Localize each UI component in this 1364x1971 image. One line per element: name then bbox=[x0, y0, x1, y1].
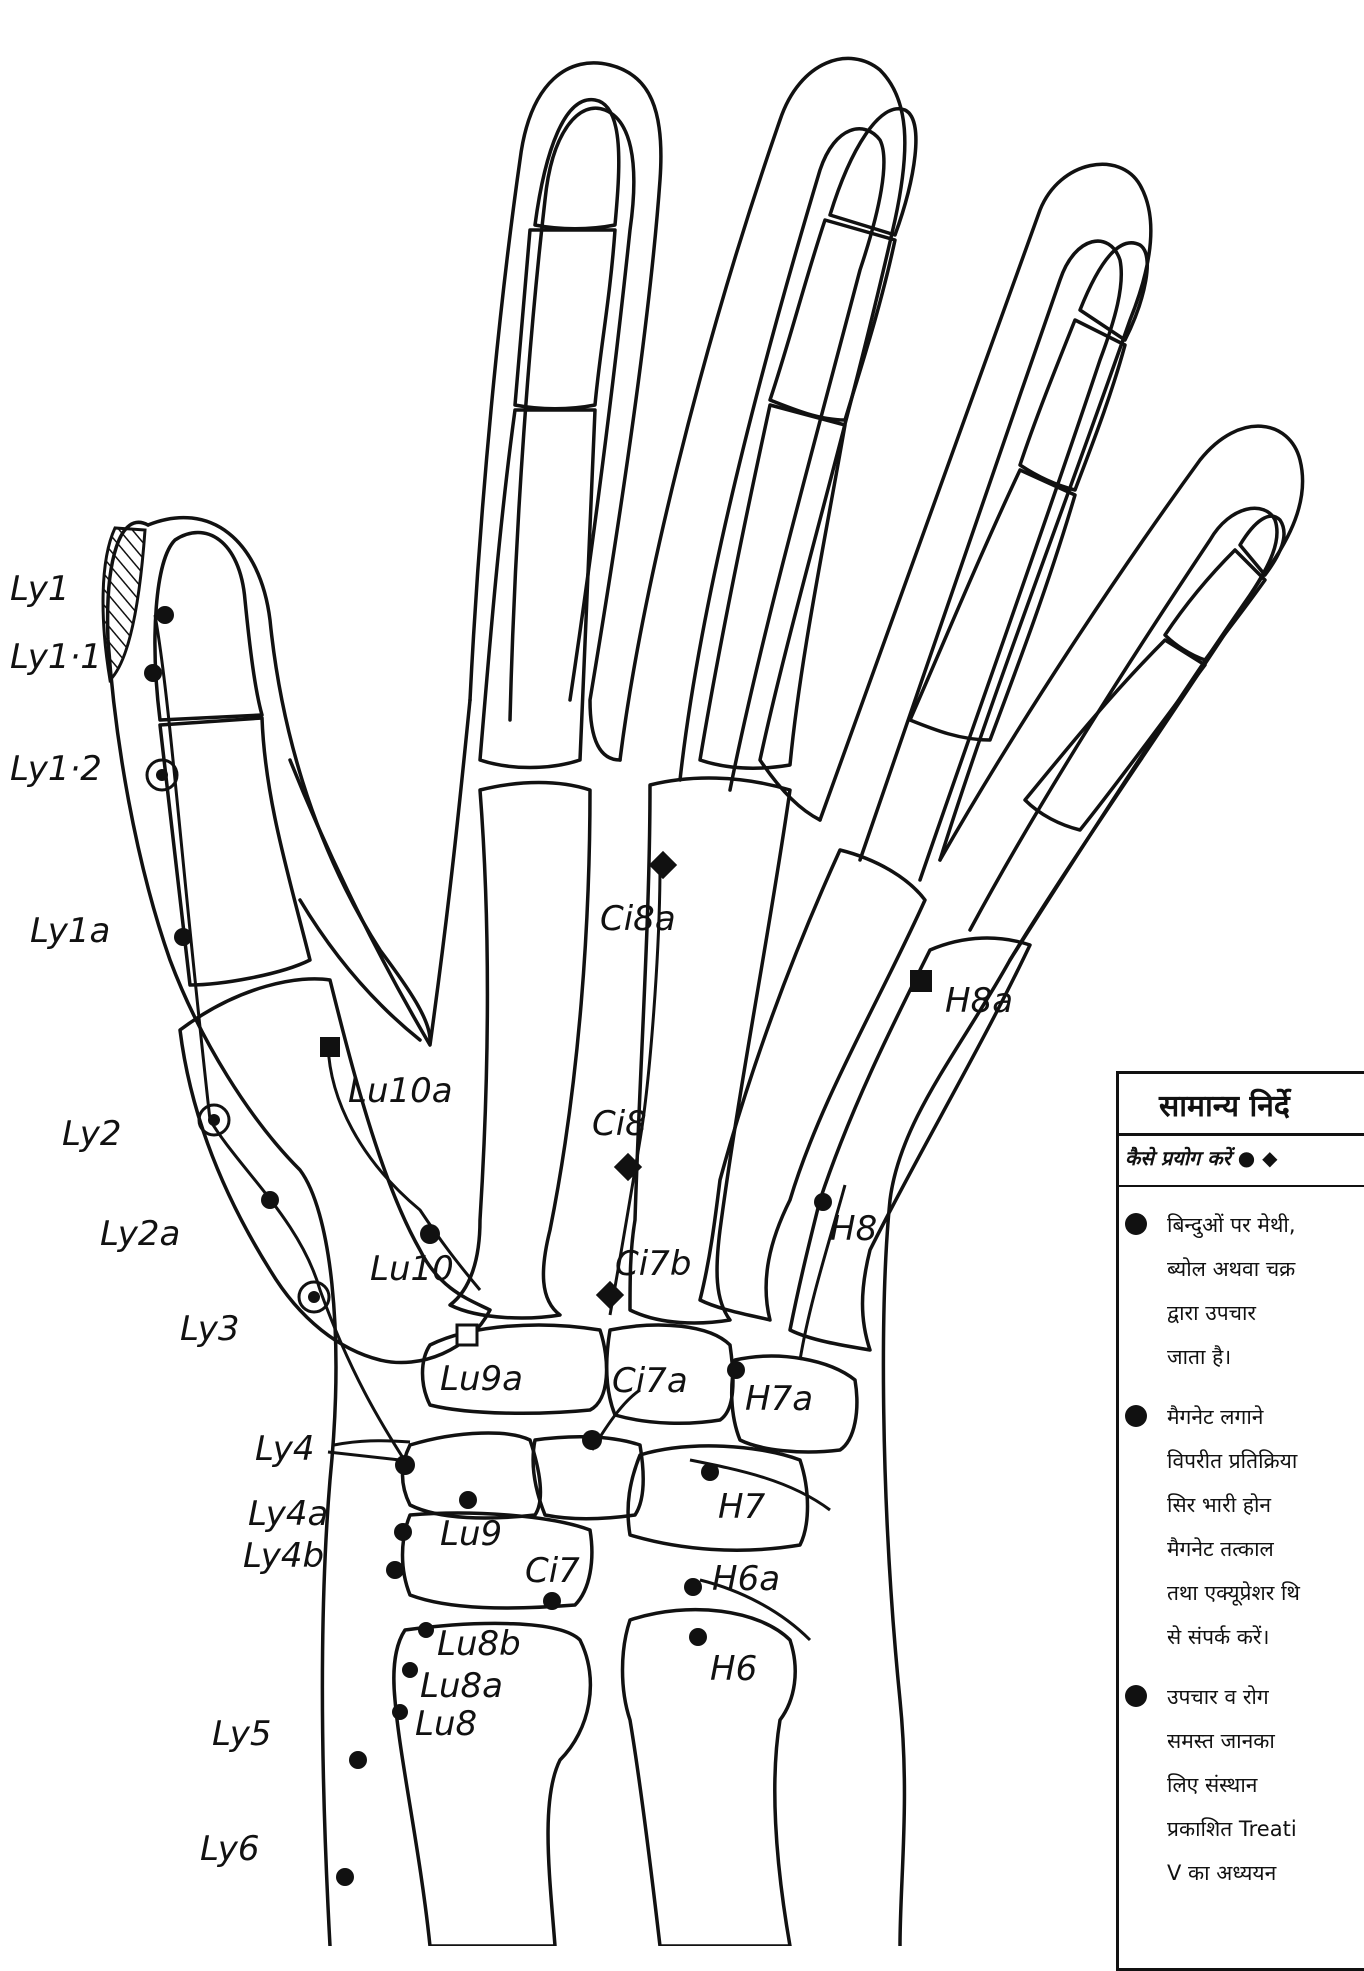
label-h7a: H7a bbox=[745, 1379, 813, 1419]
label-h6: H6 bbox=[710, 1649, 757, 1689]
ly4-leader bbox=[328, 1452, 400, 1460]
instruction-1-line: ब्योल अथवा चक्र bbox=[1167, 1247, 1364, 1291]
marker-ly2-center bbox=[208, 1114, 220, 1126]
bullet-icon bbox=[1125, 1405, 1147, 1427]
label-ci7a: Ci7a bbox=[612, 1361, 688, 1401]
label-lu10a: Lu10a bbox=[348, 1071, 453, 1111]
label-h8: H8 bbox=[830, 1209, 877, 1249]
marker-h6 bbox=[689, 1628, 707, 1646]
instruction-1: बिन्दुओं पर मेथी, ब्योल अथवा चक्र द्वारा… bbox=[1119, 1203, 1364, 1379]
instruction-3-line: लिए संस्थान bbox=[1167, 1763, 1364, 1807]
marker-ly11 bbox=[144, 664, 162, 682]
label-h7: H7 bbox=[718, 1487, 766, 1527]
marker-h7 bbox=[701, 1463, 719, 1481]
instruction-1-line: द्वारा उपचार bbox=[1167, 1291, 1364, 1335]
marker-lu10 bbox=[420, 1224, 440, 1244]
label-lu9: Lu9 bbox=[440, 1514, 502, 1554]
marker-lu8a bbox=[402, 1662, 418, 1678]
label-ci7: Ci7 bbox=[525, 1551, 580, 1591]
label-ly12: Ly1·2 bbox=[10, 749, 102, 789]
instruction-2-line: मैगनेट तत्काल bbox=[1167, 1527, 1364, 1571]
marker-ly12-center bbox=[156, 769, 168, 781]
marker-h7a bbox=[727, 1361, 745, 1379]
instruction-3-line: V का अध्ययन bbox=[1167, 1851, 1364, 1895]
marker-ly2a bbox=[261, 1191, 279, 1209]
label-h8a: H8a bbox=[945, 981, 1013, 1021]
instruction-3-line: समस्त जानका bbox=[1167, 1719, 1364, 1763]
point-markers bbox=[144, 606, 932, 1886]
label-lu8b: Lu8b bbox=[437, 1624, 521, 1664]
label-lu10: Lu10 bbox=[370, 1249, 454, 1289]
label-ly4: Ly4 bbox=[255, 1429, 314, 1469]
marker-lu9 bbox=[459, 1491, 477, 1509]
panel-subtitle: कैसे प्रयोग करें ● ◆ bbox=[1119, 1136, 1364, 1187]
label-ci7b: Ci7b bbox=[615, 1244, 691, 1284]
bullet-icon bbox=[1125, 1685, 1147, 1707]
label-ly1: Ly1 bbox=[10, 569, 69, 609]
marker-ci7a bbox=[582, 1430, 602, 1450]
label-ly6: Ly6 bbox=[200, 1829, 259, 1869]
label-ly4a: Ly4a bbox=[248, 1494, 328, 1534]
instructions-panel: सामान्य निर्दे कैसे प्रयोग करें ● ◆ बिन्… bbox=[1116, 1071, 1364, 1971]
marker-ci7b bbox=[596, 1281, 624, 1309]
marker-lu8 bbox=[392, 1704, 408, 1720]
instruction-3: उपचार व रोग समस्त जानका लिए संस्थान प्रक… bbox=[1119, 1675, 1364, 1895]
label-ly3: Ly3 bbox=[180, 1309, 239, 1349]
label-ly11: Ly1·1 bbox=[10, 637, 102, 677]
label-h6a: H6a bbox=[712, 1559, 780, 1599]
instruction-2: मैगनेट लगाने विपरीत प्रतिक्रिया सिर भारी… bbox=[1119, 1395, 1364, 1659]
marker-h6a bbox=[684, 1578, 702, 1596]
marker-ly1a bbox=[174, 928, 192, 946]
instruction-2-line: सिर भारी होन bbox=[1167, 1483, 1364, 1527]
marker-ly3-center bbox=[308, 1291, 320, 1303]
label-ly2: Ly2 bbox=[62, 1114, 121, 1154]
marker-ci8a bbox=[649, 851, 677, 879]
marker-lu9a bbox=[457, 1325, 477, 1345]
thumb-tip-hatch bbox=[103, 528, 145, 680]
instruction-2-line: मैगनेट लगाने bbox=[1167, 1395, 1364, 1439]
marker-lu8b bbox=[418, 1622, 434, 1638]
instruction-3-line: प्रकाशित Treati bbox=[1167, 1807, 1364, 1851]
label-ly4b: Ly4b bbox=[243, 1536, 324, 1576]
bullet-icon bbox=[1125, 1213, 1147, 1235]
label-lu8: Lu8 bbox=[415, 1704, 477, 1744]
label-lu9a: Lu9a bbox=[440, 1359, 523, 1399]
label-ci8: Ci8 bbox=[592, 1104, 647, 1144]
marker-ly5 bbox=[349, 1751, 367, 1769]
marker-ly4b bbox=[386, 1561, 404, 1579]
instruction-2-line: तथा एक्यूप्रेशर थि bbox=[1167, 1571, 1364, 1615]
label-ly5: Ly5 bbox=[212, 1714, 271, 1754]
marker-lu10a bbox=[320, 1037, 340, 1057]
label-ly1a: Ly1a bbox=[30, 911, 110, 951]
instruction-2-line: से संपर्क करें। bbox=[1167, 1615, 1364, 1659]
label-ly2a: Ly2a bbox=[100, 1214, 180, 1254]
instruction-2-line: विपरीत प्रतिक्रिया bbox=[1167, 1439, 1364, 1483]
instruction-1-line: बिन्दुओं पर मेथी, bbox=[1167, 1203, 1364, 1247]
instruction-3-line: उपचार व रोग bbox=[1167, 1675, 1364, 1719]
marker-ci7 bbox=[543, 1592, 561, 1610]
marker-ly4 bbox=[395, 1455, 415, 1475]
instruction-1-line: जाता है। bbox=[1167, 1335, 1364, 1379]
marker-ly4a bbox=[394, 1523, 412, 1541]
marker-h8a bbox=[910, 970, 932, 992]
marker-ly6 bbox=[336, 1868, 354, 1886]
marker-ly1 bbox=[156, 606, 174, 624]
panel-title: सामान्य निर्दे bbox=[1119, 1074, 1364, 1136]
label-ci8a: Ci8a bbox=[600, 899, 676, 939]
label-lu8a: Lu8a bbox=[420, 1666, 503, 1706]
point-labels: Ly1 Ly1·1 Ly1·2 Ly1a Ly2 Ly2a Ly3 Ly4 Ly… bbox=[10, 569, 1013, 1869]
